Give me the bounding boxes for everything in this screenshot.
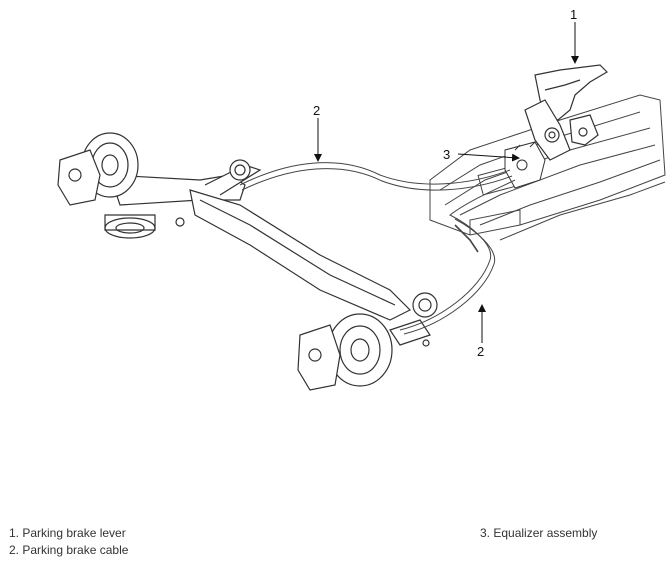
callout-3: 3: [443, 147, 451, 162]
legend-item-1: 1. Parking brake lever: [9, 526, 126, 540]
equalizer-assembly: [504, 141, 546, 189]
callout-2-bottom: 2: [477, 344, 485, 359]
left-brake-assembly: [57, 132, 185, 239]
right-brake-assembly: [297, 313, 431, 391]
callout-1: 1: [570, 7, 578, 22]
legend-item-3: 3. Equalizer assembly: [480, 526, 598, 540]
parking-brake-diagram: [57, 22, 666, 391]
parking-brake-cables: [239, 162, 516, 335]
legend-item-2: 2. Parking brake cable: [9, 543, 129, 557]
callout-arrows: [314, 22, 579, 343]
callout-2-top: 2: [313, 103, 321, 118]
parking-brake-lever: [524, 64, 608, 161]
rear-axle-beam: [109, 159, 438, 321]
